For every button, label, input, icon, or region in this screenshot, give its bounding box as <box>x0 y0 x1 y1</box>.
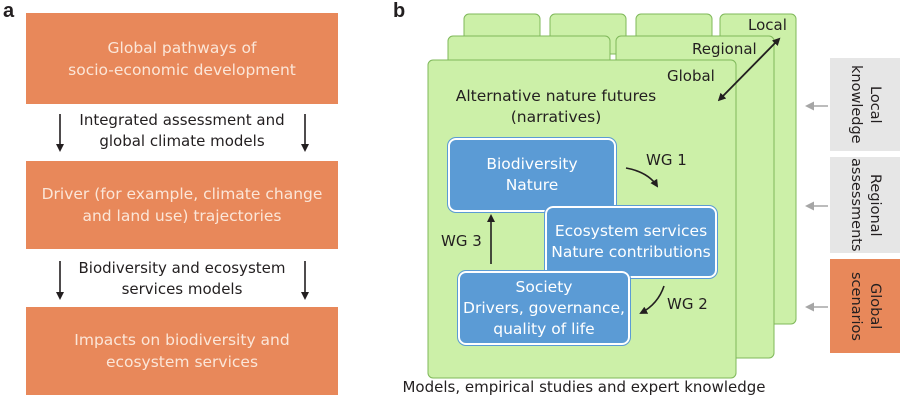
global-pathways-box: Global pathways of socio-economic develo… <box>26 13 338 104</box>
wg1-arrow <box>625 167 659 188</box>
regional-assessments-label: Regional assessments <box>848 158 883 252</box>
scale-local-label: Local <box>748 16 787 34</box>
impacts-box: Impacts on biodiversity and ecosystem se… <box>26 307 338 395</box>
wg2-label: WG 2 <box>667 295 708 313</box>
impacts-label: Impacts on biodiversity and ecosystem se… <box>74 331 290 371</box>
global-pathways-label: Global pathways of socio-economic develo… <box>68 38 296 79</box>
panel-b-letter: b <box>393 0 406 22</box>
alternative-futures-title: Alternative nature futures (narratives) <box>455 87 657 126</box>
wg1-label: WG 1 <box>646 151 687 169</box>
ecosystem-services-label: Ecosystem services Nature contributions <box>551 222 711 261</box>
local-knowledge-box: Local knowledge <box>830 58 900 151</box>
scale-regional-label: Regional <box>692 40 757 58</box>
driver-trajectories-box: Driver (for example, climate change and … <box>26 161 338 249</box>
biodiversity-models-label: Biodiversity and ecosystem services mode… <box>78 259 286 298</box>
biodiversity-box: Biodiversity Nature <box>447 137 617 213</box>
driver-trajectories-label: Driver (for example, climate change and … <box>41 185 323 225</box>
regional-assessments-box: Regional assessments <box>830 157 900 253</box>
scale-arrow <box>717 37 781 102</box>
integrated-assessment-label: Integrated assessment and global climate… <box>79 111 285 150</box>
wg2-arrow <box>639 285 665 314</box>
ecosystem-services-box: Ecosystem services Nature contributions <box>544 205 718 279</box>
local-knowledge-label: Local knowledge <box>848 65 883 144</box>
scale-global-label: Global <box>667 67 715 85</box>
society-label: Society Drivers, governance, quality of … <box>463 277 625 338</box>
global-scenarios-label: Global scenarios <box>848 271 883 341</box>
panel-a-letter: a <box>3 0 15 22</box>
society-box: Society Drivers, governance, quality of … <box>457 270 631 346</box>
footer-label: Models, empirical studies and expert kno… <box>402 378 766 396</box>
biodiversity-label: Biodiversity Nature <box>486 155 578 194</box>
wg3-label: WG 3 <box>441 232 482 250</box>
global-scenarios-box: Global scenarios <box>830 259 900 353</box>
